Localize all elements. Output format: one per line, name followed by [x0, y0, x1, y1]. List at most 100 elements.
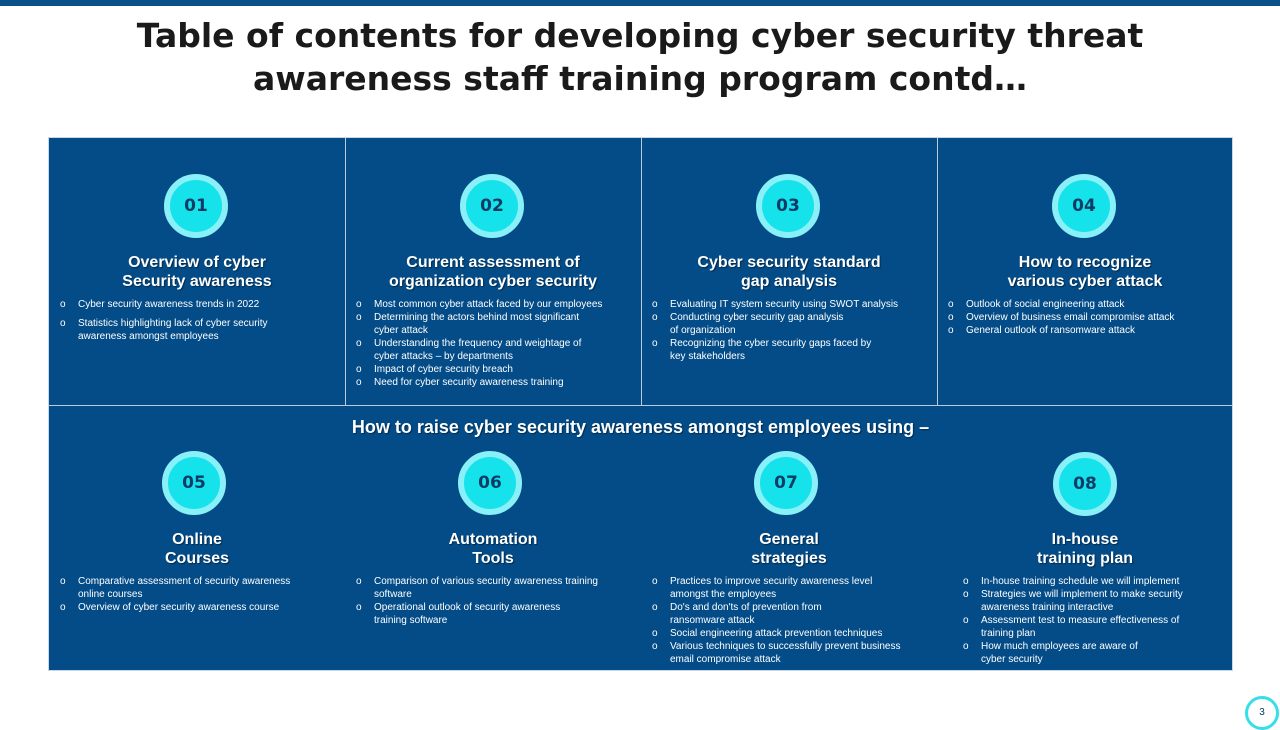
row-divider [49, 405, 1232, 406]
card-title-line-1: How to recognize [1018, 254, 1152, 271]
card-title-line-1: In-house [1051, 531, 1119, 548]
bullet-text-line: General outlook of ransomware attack [966, 325, 1135, 336]
bullet-text-line: Various techniques to successfully preve… [670, 641, 901, 652]
bullet-text-line: Assessment test to measure effectiveness… [981, 615, 1180, 626]
bullet-text-line: Overview of business email compromise at… [966, 312, 1175, 323]
contents-panel: How to raise cyber security awareness am… [48, 137, 1233, 671]
card-title-line-1: General [759, 531, 819, 548]
section-heading: How to raise cyber security awareness am… [351, 417, 930, 437]
card-bullet-list: Comparative assessment of security aware… [60, 575, 310, 614]
bullet-text-line: How much employees are aware of [981, 641, 1138, 652]
bullet-text-line: of organization [670, 325, 736, 336]
card-title-line-2: various cyber attack [1007, 273, 1163, 290]
bullet-text-line: cyber attacks – by departments [374, 351, 513, 362]
bullet-item: Overview of cyber security awareness cou… [60, 601, 310, 614]
bullet-text-line: Practices to improve security awareness … [670, 576, 873, 587]
bullet-text-line: Overview of cyber security awareness cou… [78, 602, 280, 613]
bullet-text-line: training plan [981, 628, 1036, 639]
bullet-text-line: Comparison of various security awareness… [374, 576, 598, 587]
card-title-line-1: Online [172, 531, 222, 548]
card-title-line-1: Automation [448, 531, 538, 548]
bullet-text-line: amongst the employees [670, 589, 777, 600]
number-badge: 01 [164, 174, 228, 238]
bullet-item: Outlook of social engineering attack [948, 298, 1198, 311]
page-title-line-2: awareness staff training program contd… [252, 59, 1027, 98]
bullet-text-line: Conducting cyber security gap analysis [670, 312, 844, 323]
card-title-line-1: Cyber security standard [697, 254, 881, 271]
number-badge: 05 [162, 451, 226, 515]
card-title: How to recognize various cyber attack [937, 253, 1233, 291]
card-title: General strategies [641, 530, 937, 568]
page-title: Table of contents for developing cyber s… [0, 14, 1280, 100]
bullet-item: Most common cyber attack faced by our em… [356, 298, 606, 311]
bullet-item: Social engineering attack prevention tec… [652, 627, 902, 640]
card-bullet-list: Outlook of social engineering attackOver… [948, 298, 1198, 337]
card-title-line-2: training plan [1037, 550, 1133, 567]
bullet-text-line: Comparative assessment of security aware… [78, 576, 291, 587]
bullet-item: Overview of business email compromise at… [948, 311, 1198, 324]
card-bullet-list: Comparison of various security awareness… [356, 575, 606, 627]
bullet-item: In-house training schedule we will imple… [963, 575, 1213, 588]
bullet-text-line: cyber security [981, 654, 1043, 665]
card-bullet-list: In-house training schedule we will imple… [963, 575, 1213, 666]
bullet-item: Comparison of various security awareness… [356, 575, 606, 601]
bullet-text-line: cyber attack [374, 325, 428, 336]
bullet-text-line: awareness training interactive [981, 602, 1114, 613]
card-bullet-list: Cyber security awareness trends in 2022S… [60, 298, 310, 349]
card-title: In-house training plan [937, 530, 1233, 568]
card-title-line-2: strategies [751, 550, 827, 567]
bullet-item: Need for cyber security awareness traini… [356, 376, 606, 389]
bullet-text-line: ransomware attack [670, 615, 755, 626]
bullet-item: Assessment test to measure effectiveness… [963, 614, 1213, 640]
column-divider [641, 138, 642, 405]
bullet-text-line: Understanding the frequency and weightag… [374, 338, 582, 349]
card-title-line-2: Courses [164, 550, 230, 567]
number-badge: 06 [458, 451, 522, 515]
card-title-line-1: Overview of cyber [128, 254, 266, 271]
page-title-line-1: Table of contents for developing cyber s… [136, 16, 1144, 55]
number-badge: 04 [1052, 174, 1116, 238]
bullet-text-line: email compromise attack [670, 654, 781, 665]
bullet-text-line: Recognizing the cyber security gaps face… [670, 338, 872, 349]
card-bullet-list: Evaluating IT system security using SWOT… [652, 298, 902, 363]
bullet-item: Conducting cyber security gap analysis of… [652, 311, 902, 337]
number-badge: 03 [756, 174, 820, 238]
bullet-text-line: key stakeholders [670, 351, 746, 362]
page-number-badge: 3 [1245, 696, 1279, 730]
bullet-item: Recognizing the cyber security gaps face… [652, 337, 902, 363]
bullet-item: Do's and don'ts of prevention fromransom… [652, 601, 902, 627]
bullet-item: Determining the actors behind most signi… [356, 311, 606, 337]
bullet-text-line: Most common cyber attack faced by our em… [374, 299, 603, 310]
card-bullet-list: Practices to improve security awareness … [652, 575, 902, 666]
bullet-text-line: Determining the actors behind most signi… [374, 312, 580, 323]
bullet-text-line: online courses [78, 589, 143, 600]
bullet-text-line: Strategies we will implement to make sec… [981, 589, 1183, 600]
number-badge: 08 [1053, 452, 1117, 516]
bullet-text-line: awareness amongst employees [78, 331, 219, 342]
bullet-text-line: Impact of cyber security breach [374, 364, 513, 375]
column-divider [345, 138, 346, 405]
bullet-item: Comparative assessment of security aware… [60, 575, 310, 601]
bullet-item: Cyber security awareness trends in 2022 [60, 298, 310, 311]
card-title-line-2: Security awareness [122, 273, 272, 290]
bullet-text-line: Social engineering attack prevention tec… [670, 628, 883, 639]
bullet-item: Statistics highlighting lack of cyber se… [60, 317, 310, 343]
number-badge: 07 [754, 451, 818, 515]
top-accent-bar [0, 0, 1280, 6]
bullet-text-line: Need for cyber security awareness traini… [374, 377, 564, 388]
card-title-line-2: Tools [472, 550, 514, 567]
bullet-item: Various techniques to successfully preve… [652, 640, 902, 666]
bullet-text-line: training software [374, 615, 448, 626]
bullet-text-line: Statistics highlighting lack of cyber se… [78, 318, 268, 329]
card-title-line-1: Current assessment of [406, 254, 580, 271]
number-badge: 02 [460, 174, 524, 238]
